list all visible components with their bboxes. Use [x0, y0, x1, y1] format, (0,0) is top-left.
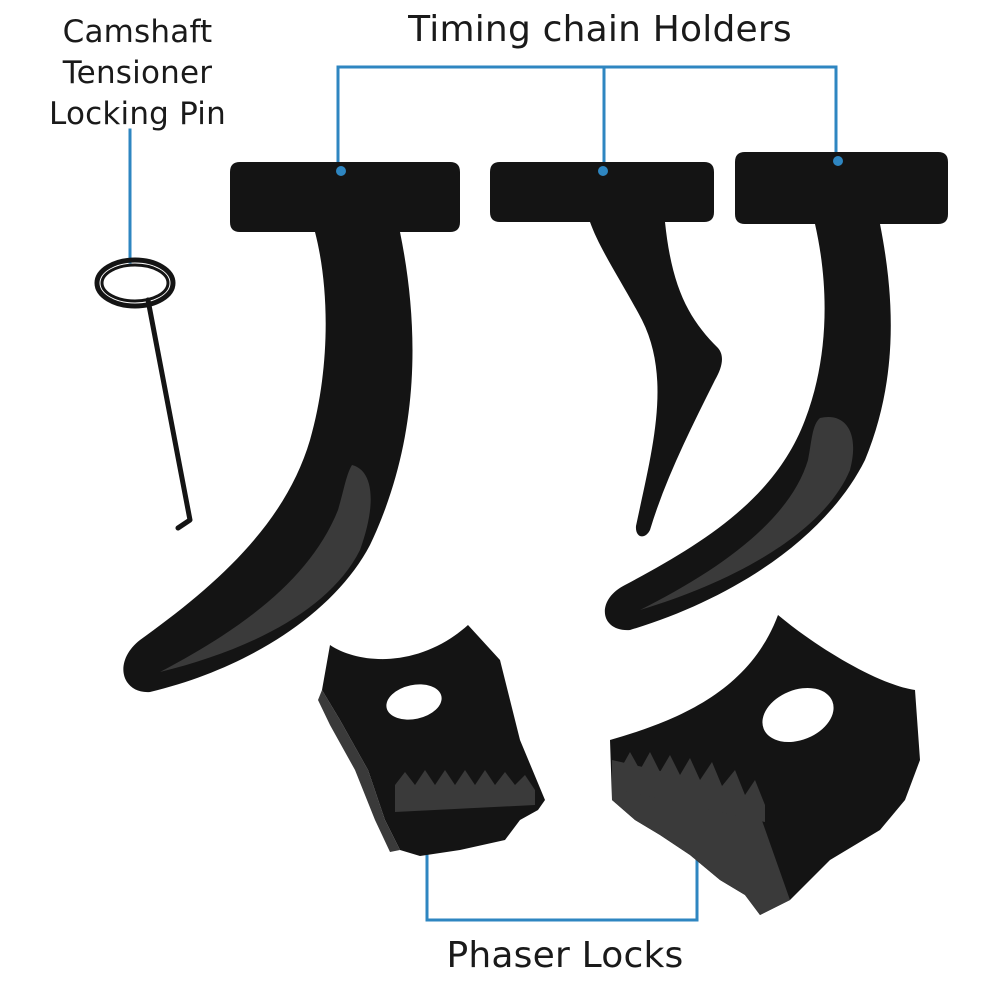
phaser-lock-2: [610, 615, 920, 915]
pin-shaft: [145, 297, 193, 531]
label-timing-chain-holders: Timing chain Holders: [408, 9, 792, 50]
label-camshaft-tensioner-locking-pin: Camshaft Tensioner Locking Pin: [20, 12, 255, 135]
label-pin-line-3: Locking Pin: [49, 96, 226, 132]
phaser-lock-1-side: [318, 690, 400, 852]
holder-2-body: [490, 162, 722, 537]
phaser-lock-1-teeth: [395, 770, 535, 812]
label-phaser-locks: Phaser Locks: [446, 935, 684, 976]
holder-2-hole: [598, 166, 608, 176]
phaser-lock-2-front: [612, 760, 790, 915]
label-pin-line-1: Camshaft: [62, 14, 213, 50]
phaser-lock-1: [318, 625, 545, 856]
pin-ring: [94, 257, 176, 309]
holder-3-hole: [833, 156, 843, 166]
holder-3-groove: [640, 416, 854, 610]
phaser-lock-1-bore: [386, 684, 442, 720]
timing-chain-holder-2: [490, 162, 722, 537]
pin-ring-inner: [100, 263, 170, 303]
holder-3-body: [604, 152, 948, 631]
phaser-lock-2-teeth: [620, 752, 765, 822]
holder-1-hole: [336, 166, 346, 176]
phaser-lock-2-bore: [762, 687, 834, 743]
timing-chain-holder-1: [123, 162, 460, 693]
phaser-lock-1-body: [322, 625, 545, 856]
holder-1-groove: [160, 465, 371, 672]
holders-callout-bracket: [336, 65, 838, 170]
holder-1-body: [123, 162, 460, 693]
camshaft-tensioner-locking-pin: [94, 257, 193, 531]
timing-chain-holder-3: [604, 152, 948, 631]
label-pin-line-2: Tensioner: [62, 55, 213, 91]
